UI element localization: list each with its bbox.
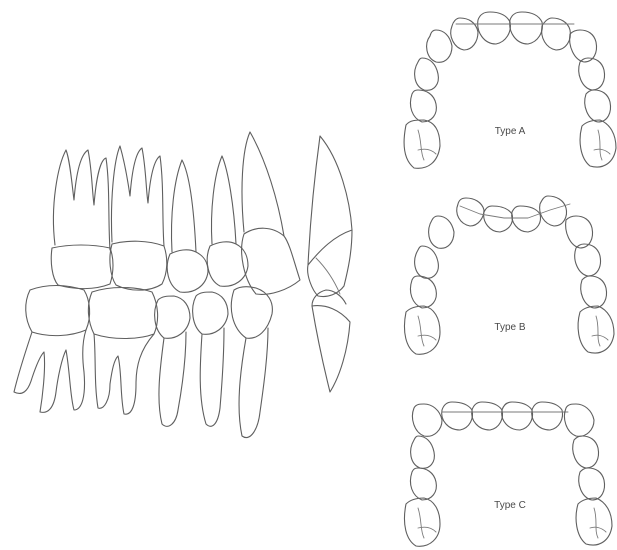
arch-c-right-premolar-2 — [579, 468, 605, 500]
upper-canine — [242, 132, 300, 294]
arch-a-incisor-3 — [510, 12, 543, 44]
arch-c-left-canine — [412, 404, 442, 436]
lower-canine — [231, 287, 272, 438]
arch-type-c-label: Type C — [494, 500, 526, 511]
arch-b-incisor-2 — [484, 206, 513, 232]
arch-b-incisor-4 — [540, 196, 567, 226]
arch-b-right-premolar-2 — [581, 276, 607, 308]
arch-c-left-premolar-2 — [410, 468, 436, 500]
lower-premolar-1 — [155, 296, 190, 426]
arch-b-left-molar — [404, 306, 440, 354]
arch-b-left-premolar-2 — [410, 276, 436, 308]
arch-b-right-molar — [578, 306, 614, 353]
arch-a-left-premolar-2 — [410, 90, 436, 122]
incisor-profile — [308, 136, 352, 392]
arch-c-incisor-4 — [532, 402, 563, 430]
arch-a-left-canine — [427, 30, 452, 62]
arch-b-right-premolar-1 — [575, 244, 601, 276]
arch-c-left-premolar-1 — [411, 436, 435, 468]
arch-type-a-label: Type A — [495, 126, 526, 137]
arch-c-right-canine — [564, 404, 594, 436]
lower-molar-1 — [14, 286, 90, 413]
arch-c-incisor-3 — [502, 402, 533, 430]
upper-premolar-1 — [167, 160, 208, 292]
arch-type-c: Type C — [404, 402, 612, 546]
lower-premolar-2 — [193, 292, 228, 426]
upper-molar-1 — [51, 150, 113, 289]
arch-a-incisor-1 — [451, 18, 478, 50]
arch-b-incisor-1 — [457, 198, 484, 226]
arch-c-incisor-2 — [472, 402, 503, 430]
arch-type-b-label: Type B — [494, 322, 525, 333]
arch-a-left-molar — [404, 120, 440, 168]
arch-a-left-premolar-1 — [415, 58, 439, 90]
arch-c-left-molar — [404, 498, 440, 546]
arch-a-right-premolar-1 — [579, 58, 605, 90]
arch-b-left-premolar-1 — [415, 246, 439, 278]
arch-c-right-molar — [576, 498, 612, 545]
arch-type-b: Type B — [404, 196, 614, 354]
arch-a-incisor-4 — [542, 18, 571, 50]
arch-b-incisor-3 — [512, 206, 541, 232]
arch-a-right-molar — [580, 120, 616, 167]
upper-molar-2 — [110, 146, 167, 290]
arch-a-right-premolar-2 — [585, 90, 611, 122]
arch-b-left-canine — [429, 216, 454, 248]
arch-a-right-canine — [570, 30, 597, 62]
arch-b-right-canine — [566, 216, 593, 248]
arch-c-right-premolar-1 — [573, 436, 599, 468]
lateral-dentition-view — [14, 132, 352, 438]
lower-molar-2 — [88, 288, 157, 415]
arch-type-a: Type A — [404, 12, 616, 168]
arch-c-incisor-1 — [442, 402, 473, 430]
arch-a-incisor-2 — [478, 12, 511, 44]
